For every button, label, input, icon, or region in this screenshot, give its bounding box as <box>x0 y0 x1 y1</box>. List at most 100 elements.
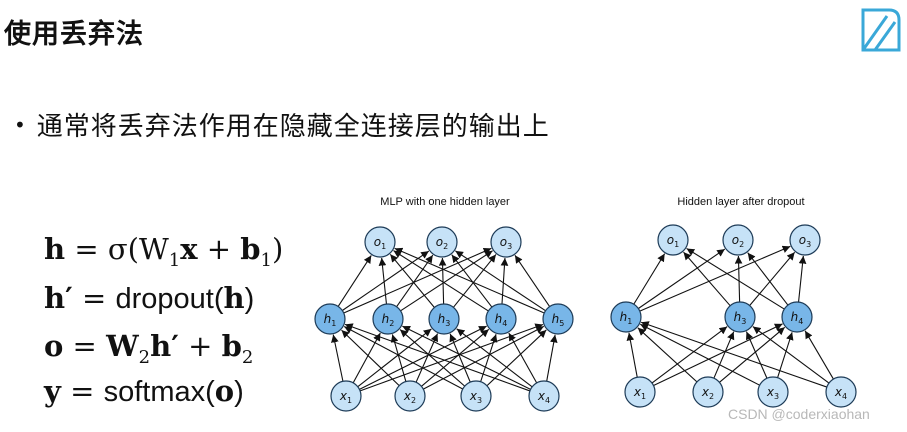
watermark: CSDN @coderxiaohan <box>728 406 870 422</box>
svg-text:o2: o2 <box>732 233 744 249</box>
right-diagram-title: Hidden layer after dropout <box>677 196 804 208</box>
svg-text:o3: o3 <box>799 233 811 249</box>
edge-left-x2-h4 <box>421 328 490 387</box>
edge-right-x4-h3 <box>752 326 830 384</box>
svg-text:h4: h4 <box>495 312 508 328</box>
left-node-h2: h2 <box>372 303 404 335</box>
equation-softmax: y = softmax(o) <box>44 374 244 408</box>
right-node-x1: x1 <box>624 376 656 408</box>
edge-left-h4-o3 <box>500 257 509 305</box>
edge-left-x3-h3 <box>449 333 471 383</box>
edge-left-h4-o1 <box>393 250 489 312</box>
edge-left-x1-h4 <box>359 325 487 390</box>
edge-left-x1-h1 <box>331 334 344 382</box>
svg-text:x4: x4 <box>834 385 847 401</box>
slide-title: 使用丢弃法 <box>4 19 144 50</box>
edge-right-x4-h4 <box>804 330 834 380</box>
left-node-x3: x3 <box>460 380 492 412</box>
edge-left-h3-o3 <box>452 254 497 308</box>
edge-left-x3-h1 <box>343 325 463 390</box>
edge-right-h1-o2 <box>638 248 726 309</box>
svg-text:x1: x1 <box>633 385 646 401</box>
edge-left-x3-h5 <box>486 329 547 387</box>
edge-left-h5-o2 <box>455 250 546 312</box>
edge-right-h1-o3 <box>639 245 791 312</box>
edge-right-h4-o1 <box>686 247 785 310</box>
svg-text:o1: o1 <box>374 235 386 251</box>
right-node-o3: o3 <box>789 224 821 256</box>
edge-left-h3-o2 <box>438 257 447 305</box>
svg-text:h1: h1 <box>620 310 633 326</box>
left-diagram-title: MLP with one hidden layer <box>380 196 510 208</box>
edge-left-h1-o1 <box>337 255 372 307</box>
right-node-h3: h3 <box>724 301 756 333</box>
edge-left-h1-o2 <box>342 250 430 311</box>
right-node-x2: x2 <box>692 376 724 408</box>
bullet-point: • 通常将丢弃法作用在隐藏全连接层的输出上 <box>14 106 550 143</box>
svg-text:h4: h4 <box>791 310 804 326</box>
left-node-h5: h5 <box>542 303 574 335</box>
edge-right-x3-h1 <box>640 323 760 386</box>
svg-text:x2: x2 <box>701 385 714 401</box>
edge-left-x2-h1 <box>341 329 400 386</box>
edge-left-x4-h5 <box>546 334 558 382</box>
edge-left-h4-o2 <box>451 254 493 308</box>
edge-left-x1-h3 <box>357 328 432 388</box>
left-node-h3: h3 <box>428 303 460 335</box>
left-node-h4: h4 <box>485 303 517 335</box>
bullet-text: 通常将丢弃法作用在隐藏全连接层的输出上 <box>36 112 550 142</box>
svg-text:o1: o1 <box>667 233 679 249</box>
edge-left-h3-o1 <box>389 253 435 308</box>
edge-right-h3-o1 <box>683 251 731 307</box>
edge-right-x1-h3 <box>651 326 728 384</box>
edge-left-x4-h3 <box>456 328 533 388</box>
edge-right-h3-o3 <box>749 251 796 306</box>
edge-left-h5-o1 <box>394 247 545 314</box>
svg-text:o3: o3 <box>500 235 512 251</box>
svg-text:x3: x3 <box>469 389 482 405</box>
edge-left-h2-o1 <box>378 257 387 305</box>
edge-right-x2-h3 <box>713 331 735 379</box>
left-node-x2: x2 <box>394 380 426 412</box>
svg-text:x4: x4 <box>537 389 550 405</box>
right-node-o2: o2 <box>722 224 754 256</box>
svg-text:h5: h5 <box>552 312 565 328</box>
equation-output: o = W2h′ + b2 <box>44 329 254 368</box>
edge-right-x3-h3 <box>745 331 768 379</box>
right-node-h4: h4 <box>781 301 813 333</box>
left-node-o3: o3 <box>490 226 522 258</box>
edge-right-h4-o2 <box>747 252 789 306</box>
edge-left-h2-o3 <box>400 250 493 312</box>
svg-text:h3: h3 <box>734 310 747 326</box>
edge-left-h5-o3 <box>514 254 551 307</box>
edge-left-x4-h1 <box>344 323 531 392</box>
right-node-x4: x4 <box>825 376 857 408</box>
edge-right-h1-o1 <box>633 253 666 305</box>
equation-hidden: h = σ(W1x + b1) <box>44 232 284 271</box>
edge-left-x2-h5 <box>423 325 545 390</box>
svg-text:x3: x3 <box>766 385 779 401</box>
left-node-x4: x4 <box>528 380 560 412</box>
right-node-o1: o1 <box>657 224 689 256</box>
edge-right-x3-h4 <box>777 332 794 378</box>
edge-left-x4-h4 <box>508 332 538 384</box>
edge-right-x4-h1 <box>640 321 828 388</box>
svg-text:x1: x1 <box>339 389 352 405</box>
edge-right-h3-o2 <box>734 255 743 303</box>
edge-left-x4-h2 <box>402 325 531 390</box>
equation-dropout: h′ = dropout(h) <box>44 281 255 315</box>
left-node-x1: x1 <box>330 380 362 412</box>
left-node-h1: h1 <box>314 303 346 335</box>
edge-left-h2-o2 <box>396 254 434 308</box>
svg-text:h3: h3 <box>438 312 451 328</box>
left-node-o2: o2 <box>426 226 458 258</box>
bullet-dot: • <box>14 113 27 137</box>
edge-left-h1-o3 <box>343 247 492 314</box>
svg-text:h1: h1 <box>324 312 337 328</box>
svg-text:o2: o2 <box>436 235 448 251</box>
svg-text:x2: x2 <box>403 389 416 405</box>
edge-right-x1-h1 <box>626 332 638 378</box>
edge-right-h4-o3 <box>798 255 807 303</box>
svg-text:h2: h2 <box>382 312 395 328</box>
left-node-o1: o1 <box>364 226 396 258</box>
